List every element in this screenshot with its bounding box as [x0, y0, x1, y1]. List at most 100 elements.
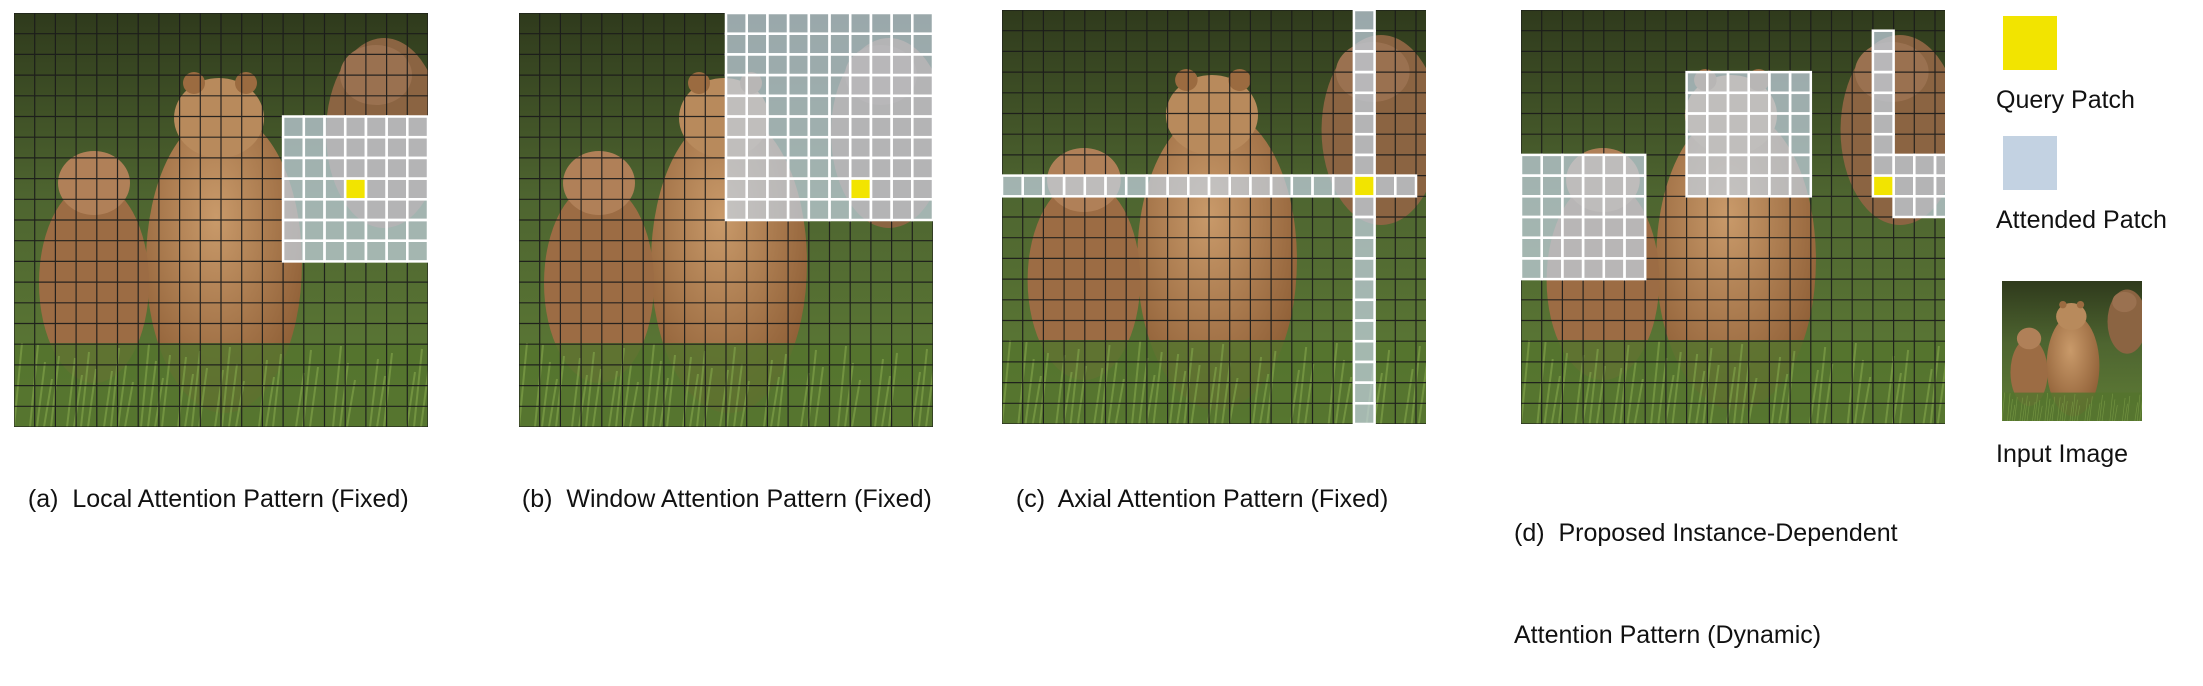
attended-patch	[829, 95, 851, 117]
attended-patch	[303, 157, 325, 179]
attended-patch	[808, 54, 830, 76]
attended-patch	[1146, 175, 1168, 197]
attended-borders	[724, 13, 933, 222]
attended-patch	[1209, 175, 1230, 197]
attended-patch	[1769, 175, 1791, 197]
attended-patch	[912, 33, 933, 55]
attended-patch	[1790, 72, 1811, 93]
attended-patch	[1935, 175, 1945, 197]
attended-patch	[324, 199, 346, 220]
attended-patch	[1893, 175, 1915, 197]
attended-patch	[746, 54, 768, 76]
attended-patch	[1541, 196, 1563, 217]
attended-patch	[1748, 92, 1770, 114]
attended-patch	[746, 116, 768, 138]
attended-patch	[726, 95, 747, 117]
attended-patch	[1521, 217, 1542, 238]
attended-patch	[1002, 175, 1023, 197]
attended-patch	[345, 116, 366, 138]
attended-patch	[1790, 134, 1811, 155]
attended-patch	[407, 178, 428, 200]
attention-overlay	[283, 116, 428, 262]
attended-patch	[1583, 154, 1604, 176]
caption-window-attention: (b) Window Attention Pattern (Fixed)	[521, 485, 932, 513]
legend-query-swatch	[2003, 16, 2057, 70]
attended-patch	[1624, 175, 1646, 197]
attended-patch	[1126, 175, 1147, 197]
attended-patch	[870, 13, 892, 34]
attended-patch	[746, 137, 768, 158]
attended-patch	[1521, 196, 1542, 217]
attended-patch	[324, 220, 346, 241]
attended-patch	[407, 220, 428, 241]
attended-patch	[726, 137, 747, 158]
attended-patch	[1583, 237, 1604, 259]
attended-patch	[767, 199, 789, 220]
attended-patch	[407, 240, 428, 262]
attended-patch	[1728, 113, 1749, 135]
attended-patch	[324, 116, 346, 138]
attended-patch	[829, 54, 851, 76]
attended-patch	[386, 240, 408, 262]
attended-patch	[912, 95, 933, 117]
attended-patch	[808, 116, 830, 138]
attended-patch	[1353, 320, 1375, 342]
attended-patch	[407, 116, 428, 138]
attended-patch	[1353, 279, 1375, 300]
attended-patch	[1167, 175, 1189, 197]
attended-patch	[767, 116, 789, 138]
legend-input-label: Input Image	[1996, 440, 2129, 468]
attended-patch	[1188, 175, 1209, 197]
caption-local-attention: (a) Local Attention Pattern (Fixed)	[27, 485, 409, 513]
attended-patch	[283, 178, 304, 200]
attended-patch	[1914, 175, 1935, 197]
attended-patch	[1353, 237, 1375, 259]
attended-patch	[788, 33, 809, 55]
attended-patch	[870, 157, 892, 179]
attended-patch	[283, 240, 304, 262]
attended-patch	[1043, 175, 1065, 197]
attended-patch	[850, 116, 871, 138]
attended-patch	[1603, 175, 1625, 197]
attended-patch	[1353, 217, 1375, 238]
attended-patch	[1686, 175, 1708, 197]
legend-query-label: Query Patch	[1996, 86, 2135, 114]
attended-patch	[1748, 175, 1770, 197]
attended-patch	[1769, 113, 1791, 135]
attended-patch	[1521, 175, 1542, 197]
attended-patch	[788, 178, 809, 200]
attended-patch	[1686, 134, 1708, 155]
attended-patch	[1707, 72, 1728, 93]
attended-patch	[808, 157, 830, 179]
attended-patch	[1769, 72, 1791, 93]
attended-patch	[1084, 175, 1106, 197]
attended-patch	[1353, 134, 1375, 155]
attended-patch	[788, 75, 809, 96]
attended-patch	[746, 178, 768, 200]
attended-patch	[1872, 92, 1894, 114]
attended-patch	[850, 95, 871, 117]
attended-patch	[870, 75, 892, 96]
attended-patch	[1562, 154, 1584, 176]
attended-patch	[345, 137, 366, 158]
attention-overlay	[726, 13, 933, 220]
attended-patch	[891, 75, 913, 96]
attended-patch	[303, 240, 325, 262]
attended-patch	[1624, 154, 1646, 176]
attended-patch	[1291, 175, 1313, 197]
attended-patch	[726, 157, 747, 179]
attended-patch	[746, 13, 768, 34]
attended-patch	[1707, 113, 1728, 135]
attended-patch	[386, 157, 408, 179]
attended-patch	[365, 199, 387, 220]
attended-patch	[365, 240, 387, 262]
attended-patch	[407, 157, 428, 179]
attended-patch	[1022, 175, 1044, 197]
attended-patch	[891, 199, 913, 220]
attended-patch	[870, 137, 892, 158]
caption-dynamic-attention: (d) Proposed Instance-Dependent Attentio…	[1514, 519, 1898, 649]
attended-patch	[726, 178, 747, 200]
attended-patch	[829, 157, 851, 179]
attended-patch	[365, 220, 387, 241]
attended-patch	[303, 137, 325, 158]
